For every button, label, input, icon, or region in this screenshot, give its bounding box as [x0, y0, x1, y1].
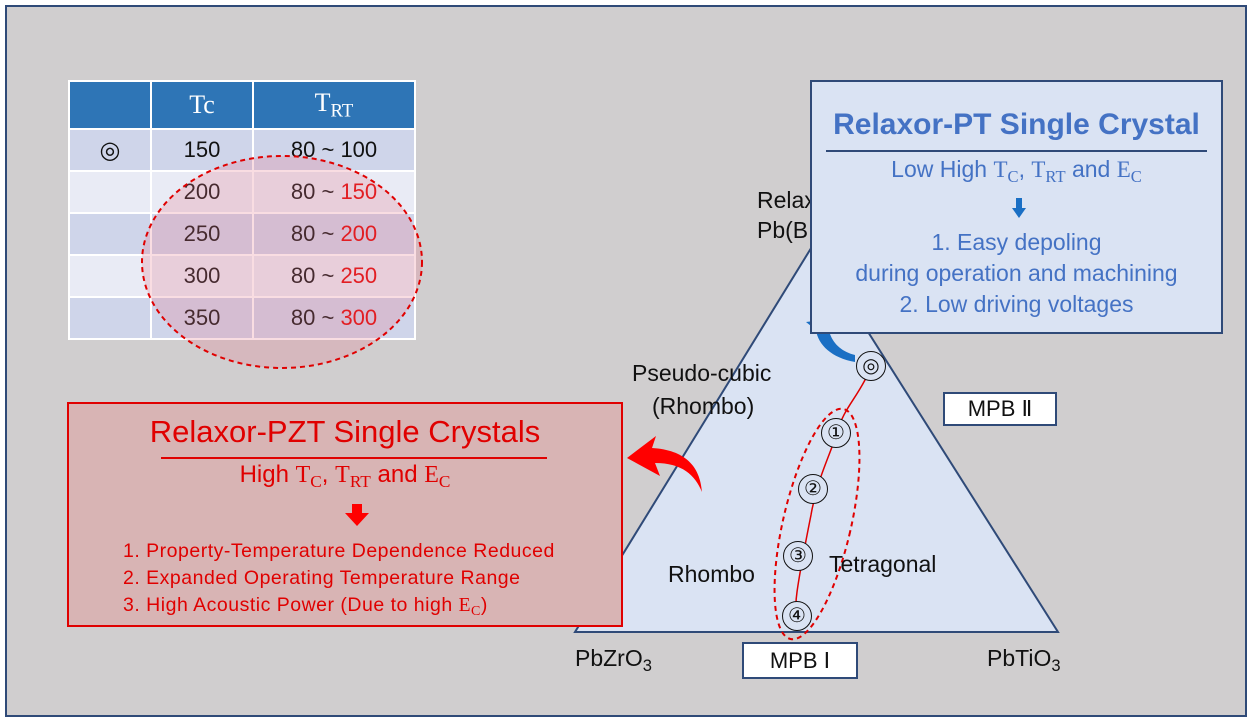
- down-arrow-icon: [1012, 198, 1026, 218]
- composition-marker-0: ◎: [856, 351, 886, 381]
- trt-cell: 80 ~ 200: [252, 212, 416, 256]
- row-mark-cell: [68, 296, 152, 340]
- tc-cell: 300: [150, 254, 254, 298]
- table-header-row: Tc TRT: [68, 80, 416, 130]
- pt-box-subtitle: Low High TC, TRT and EC: [891, 156, 1142, 186]
- pbtio3-label: PbTiO3: [987, 645, 1061, 675]
- header-cell-trt: TRT: [252, 80, 416, 130]
- tc-cell: 350: [150, 296, 254, 340]
- pzt-item-1: 1. Property-Temperature Dependence Reduc…: [123, 540, 555, 562]
- pt-item-1: 1. Easy depoling: [931, 229, 1102, 255]
- pzt-title-underline: [161, 457, 547, 459]
- pt-item-1b: during operation and machining: [855, 260, 1178, 286]
- row-mark-cell: [68, 170, 152, 214]
- trt-cell: 80 ~ 250: [252, 254, 416, 298]
- composition-marker-4: ④: [782, 601, 812, 631]
- row-mark-cell: [68, 212, 152, 256]
- composition-marker-1: ①: [821, 418, 851, 448]
- table-row: 200 80 ~ 150: [68, 170, 416, 214]
- red-curved-arrow: [627, 436, 702, 492]
- tc-cell: 250: [150, 212, 254, 256]
- pzt-item-3: 3. High Acoustic Power (Due to high EC): [123, 594, 488, 620]
- pzt-item-2: 2. Expanded Operating Temperature Range: [123, 567, 521, 589]
- pt-box-items: 1. Easy depoling during operation and ma…: [812, 227, 1221, 320]
- tc-cell: 200: [150, 170, 254, 214]
- tetragonal-label: Tetragonal: [829, 551, 937, 577]
- pzt-box-title: Relaxor-PZT Single Crystals: [149, 414, 541, 449]
- pzt-box-items: 1. Property-Temperature Dependence Reduc…: [123, 538, 555, 625]
- rhombo-label: Rhombo: [668, 561, 755, 587]
- temperature-table: Tc TRT ◎ 150 80 ~ 100 200 80 ~ 150 250 8…: [68, 80, 416, 340]
- rhombo-paren-label: (Rhombo): [652, 393, 755, 419]
- pt-title-underline: [826, 150, 1207, 152]
- table-row: 350 80 ~ 300: [68, 296, 416, 340]
- trt-cell: 80 ~ 300: [252, 296, 416, 340]
- mpb2-label: MPB Ⅱ: [943, 392, 1057, 426]
- table-row: 250 80 ~ 200: [68, 212, 416, 256]
- relaxor-formula-label: Pb(B: [757, 217, 809, 243]
- relaxor-pt-box: Relaxor-PT Single Crystal Low High TC, T…: [810, 80, 1223, 334]
- row-mark-cell: ◎: [68, 128, 152, 172]
- down-arrow-icon: [345, 504, 369, 526]
- mpb-dashed-ellipse: [773, 407, 861, 641]
- row-mark-cell: [68, 254, 152, 298]
- tc-cell: 150: [150, 128, 254, 172]
- relaxor-label: Relax: [757, 187, 816, 213]
- composition-marker-2: ②: [798, 474, 828, 504]
- header-cell-empty: [68, 80, 152, 130]
- table-row: 300 80 ~ 250: [68, 254, 416, 298]
- pbzro3-label: PbZrO3: [575, 645, 652, 675]
- table-highlight-ellipse: [141, 155, 423, 369]
- pt-box-title: Relaxor-PT Single Crystal: [833, 108, 1200, 141]
- pt-item-2: 2. Low driving voltages: [899, 291, 1134, 317]
- relaxor-pzt-box: Relaxor-PZT Single Crystals High TC, TRT…: [67, 402, 623, 627]
- composition-marker-3: ③: [783, 541, 813, 571]
- pzt-box-subtitle: High TC, TRT and EC: [239, 461, 451, 492]
- pseudo-cubic-label: Pseudo-cubic: [632, 360, 772, 386]
- header-cell-tc: Tc: [150, 80, 254, 130]
- table-row: ◎ 150 80 ~ 100: [68, 128, 416, 172]
- phase-triangle: [573, 243, 1060, 633]
- mpb1-label: MPB Ⅰ: [742, 642, 858, 679]
- trt-cell: 80 ~ 150: [252, 170, 416, 214]
